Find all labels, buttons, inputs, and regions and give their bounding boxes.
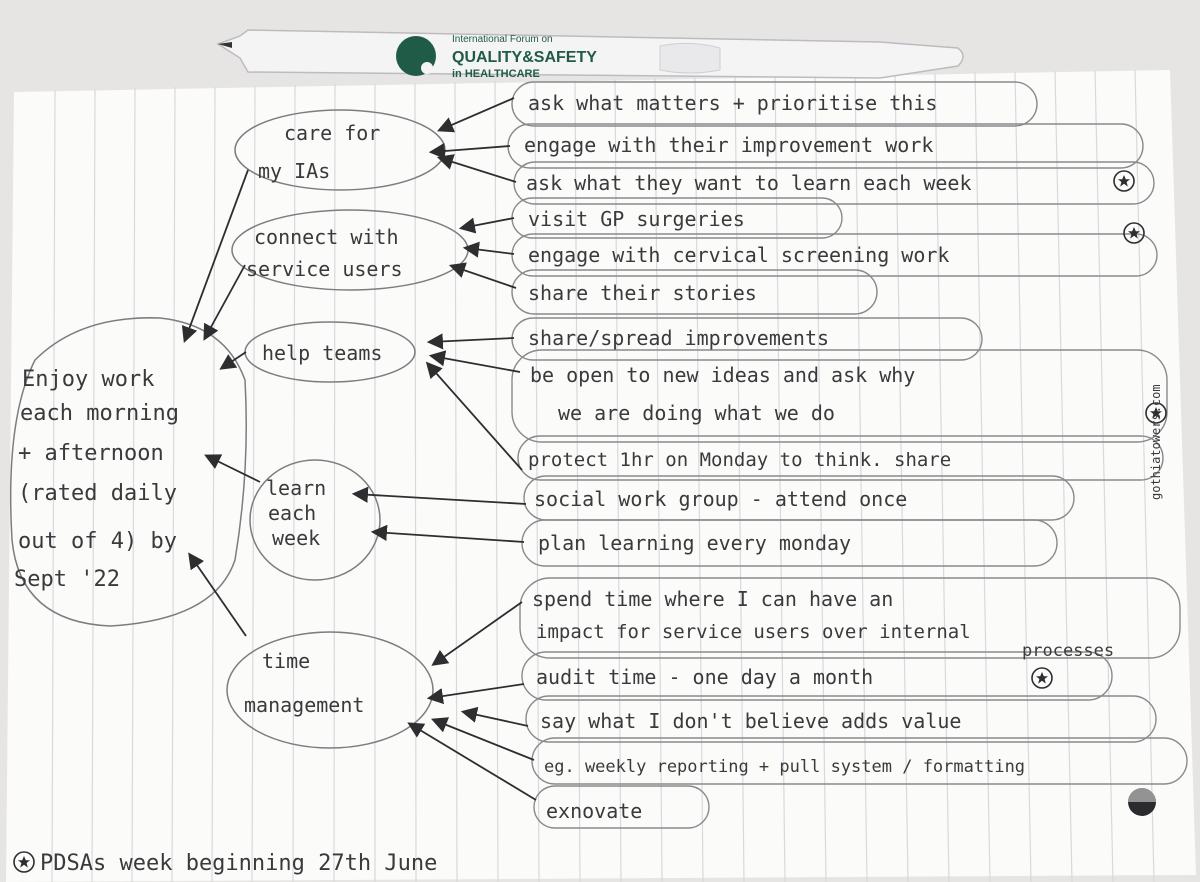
hotel-logo-icon [1128,788,1156,816]
idea-2: engage with their improvement work [524,133,933,157]
driver-learn-line-1: learn [266,476,326,500]
idea-15: processes [1022,641,1114,661]
driver-help: help teams [244,321,416,383]
goal-line-2: each morning [20,401,179,426]
idea-1: ask what matters + prioritise this [528,91,937,115]
branded-pen: International Forum on QUALITY&SAFETY in… [216,29,964,80]
driver-time-line-2: management [244,693,364,717]
idea-3: ask what they want to learn each week [526,171,972,195]
goal-line-6: Sept '22 [14,567,120,592]
idea-19: exnovate [546,799,642,823]
idea-5: engage with cervical screening work [528,243,949,267]
idea-17: say what I don't believe adds value [540,709,961,733]
pdsa-markers [1031,170,1167,689]
driver-connect-line-2: service users [246,257,403,281]
driver-care-line-2: my IAs [258,159,330,183]
idea-to-driver-arrows [351,97,537,801]
idea-10: protect 1hr on Monday to think. share [528,449,951,471]
driver-connect: connect with service users [231,209,469,291]
idea-9: we are doing what we do [558,401,835,425]
driver-time-line-1: time [262,649,310,673]
goal-line-4: (rated daily [18,481,177,506]
footer-key: PDSAs week beginning 27th June [13,851,437,876]
driver-learn-line-2: each [268,501,316,525]
goal-line-3: + afternoon [18,441,164,466]
idea-8: be open to new ideas and ask why [530,363,915,387]
pen-brand-line1: International Forum on [452,34,553,45]
pen-brand-line3: in HEALTHCARE [452,68,540,80]
driver-care-line-1: care for [284,121,380,145]
pen-brand-line2: QUALITY&SAFETY [452,49,597,66]
idea-13: spend time where I can have an [532,587,893,611]
idea-18: eg. weekly reporting + pull system / for… [544,757,1025,777]
idea-6: share their stories [528,281,757,305]
idea-4: visit GP surgeries [528,207,745,231]
margin-website-text: gothiatowers.com [1149,384,1163,500]
goal-bubble: Enjoy work each morning + afternoon (rat… [9,317,247,627]
idea-texts: ask what matters + prioritise this engag… [524,91,1114,823]
star-icon [13,851,35,873]
star-icon [1145,402,1167,424]
driver-learn: learn each week [249,459,381,581]
idea-14: impact for service users over internal [536,621,971,643]
driver-help-line-1: help teams [262,341,382,365]
driver-time: time management [226,631,434,749]
footer-note: PDSAs week beginning 27th June [40,851,437,876]
idea-11: social work group - attend once [534,487,907,511]
star-icon [1113,170,1135,192]
driver-learn-line-3: week [272,526,320,550]
idea-12: plan learning every monday [538,531,851,555]
idea-16: audit time - one day a month [536,665,873,689]
star-icon [1123,222,1145,244]
idea-7: share/spread improvements [528,326,829,350]
goal-line-1: Enjoy work [22,367,154,392]
driver-connect-line-1: connect with [254,225,399,249]
driver-care: care for my IAs [234,109,446,191]
driver-to-goal-arrows [181,169,261,637]
star-icon [1031,667,1053,689]
goal-line-5: out of 4) by [18,529,177,554]
